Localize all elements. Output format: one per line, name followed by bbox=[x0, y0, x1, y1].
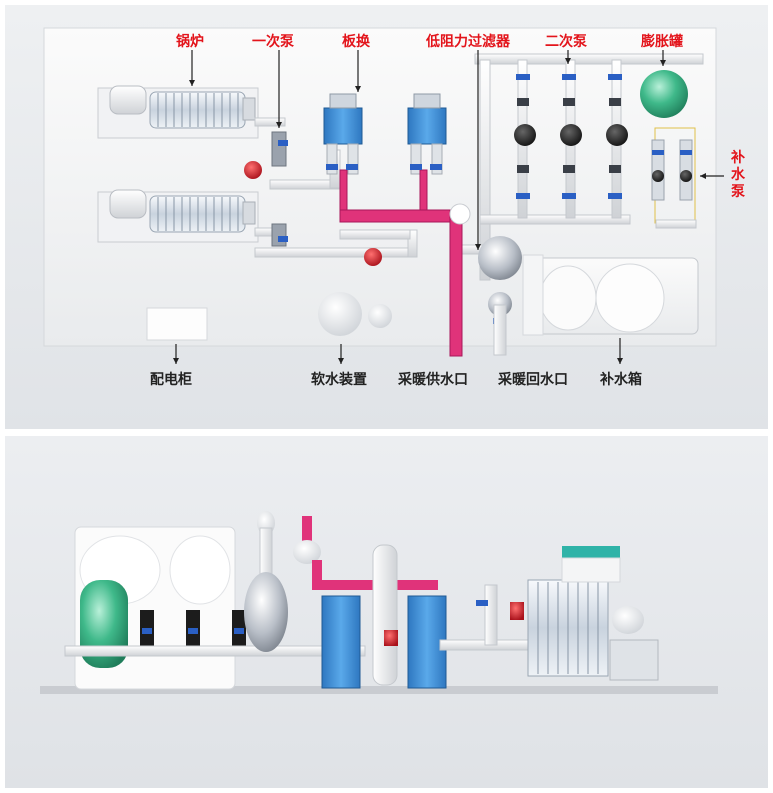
water-softener-tank bbox=[318, 292, 362, 336]
expansion-tank bbox=[640, 70, 688, 118]
boiler-1 bbox=[97, 85, 259, 139]
side-pumps bbox=[140, 610, 246, 650]
side-filter-body bbox=[244, 572, 288, 652]
side-boiler-cap bbox=[562, 546, 620, 558]
makeup-pumps bbox=[651, 127, 697, 229]
label-heating-supply-outlet: 采暖供水口 bbox=[398, 372, 468, 388]
label-heating-return-outlet: 采暖回水口 bbox=[498, 372, 568, 388]
label-low-resistance-filter: 低阻力过滤器 bbox=[426, 34, 510, 50]
side-main-pipe bbox=[64, 645, 366, 657]
side-filter-column bbox=[259, 527, 273, 579]
side-boiler-fins bbox=[537, 582, 599, 674]
secondary-pump-3 bbox=[606, 124, 628, 146]
label-expansion-tank: 膨胀罐 bbox=[641, 34, 683, 50]
primary-pump-1 bbox=[244, 161, 262, 179]
makeup-pump-arrowhead bbox=[700, 173, 706, 179]
bottom-arrowheads bbox=[173, 358, 623, 364]
side-return-riser bbox=[484, 584, 498, 646]
gauges bbox=[517, 98, 621, 173]
side-plate-exchanger-1 bbox=[321, 595, 361, 689]
distribution-cabinet bbox=[146, 307, 208, 341]
side-red-valve-2 bbox=[510, 602, 524, 620]
side-blue-valve bbox=[476, 600, 488, 606]
plate-heat-exchanger-1 bbox=[323, 93, 363, 175]
side-supply-riser bbox=[302, 516, 312, 556]
side-tank-dome-2 bbox=[169, 535, 231, 605]
low-resistance-filter bbox=[478, 236, 522, 280]
label-makeup-tank: 补水箱 bbox=[600, 372, 642, 388]
makeup-water-tank bbox=[522, 254, 699, 336]
supply-piping bbox=[339, 169, 463, 357]
side-base-plate bbox=[40, 686, 718, 694]
side-burner-base bbox=[609, 639, 659, 681]
label-primary-pump: 一次泵 bbox=[252, 34, 294, 50]
side-supply-elbow bbox=[293, 540, 321, 564]
primary-pump-2 bbox=[364, 248, 382, 266]
return-outlet-pipe bbox=[493, 304, 507, 356]
label-distribution-cabinet: 配电柜 bbox=[150, 372, 192, 388]
label-water-softener: 软水装置 bbox=[311, 372, 367, 388]
label-boiler: 锅炉 bbox=[176, 34, 204, 50]
top-arrowheads bbox=[189, 58, 666, 250]
side-boiler-head bbox=[561, 557, 621, 583]
label-plate-exchanger: 板换 bbox=[342, 34, 370, 50]
side-supply-drop bbox=[312, 560, 322, 590]
label-makeup-pump: 补水泵 bbox=[731, 150, 745, 200]
water-softener-brine bbox=[368, 304, 392, 328]
secondary-pump-2 bbox=[560, 124, 582, 146]
secondary-pump-1 bbox=[514, 124, 536, 146]
label-secondary-pump: 二次泵 bbox=[545, 34, 587, 50]
side-softener-tower bbox=[372, 544, 398, 686]
pipe-elbow bbox=[449, 203, 471, 225]
boiler-2 bbox=[97, 189, 259, 243]
plate-heat-exchanger-2 bbox=[407, 93, 447, 175]
side-burner bbox=[612, 606, 644, 634]
side-red-valve-1 bbox=[384, 630, 398, 646]
